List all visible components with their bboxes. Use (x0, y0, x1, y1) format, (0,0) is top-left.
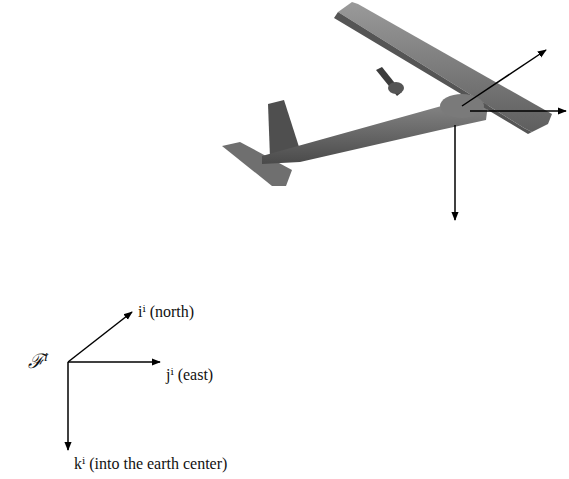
body-z-axis (454, 125, 456, 220)
wing (338, 2, 552, 132)
body-x-axis (462, 50, 546, 106)
axis-label: iⁱ (north) (138, 303, 194, 321)
north-axis (68, 312, 132, 362)
propeller-hub (388, 82, 404, 94)
axis-label: jⁱ (east) (166, 366, 213, 384)
east-axis (68, 361, 160, 363)
body-y-axis (470, 110, 566, 112)
wing-edge (334, 12, 532, 134)
frame-name: ℱⁱ (28, 350, 48, 372)
down-axis (67, 362, 69, 450)
axis-label: kⁱ (into the earth center) (74, 455, 227, 473)
